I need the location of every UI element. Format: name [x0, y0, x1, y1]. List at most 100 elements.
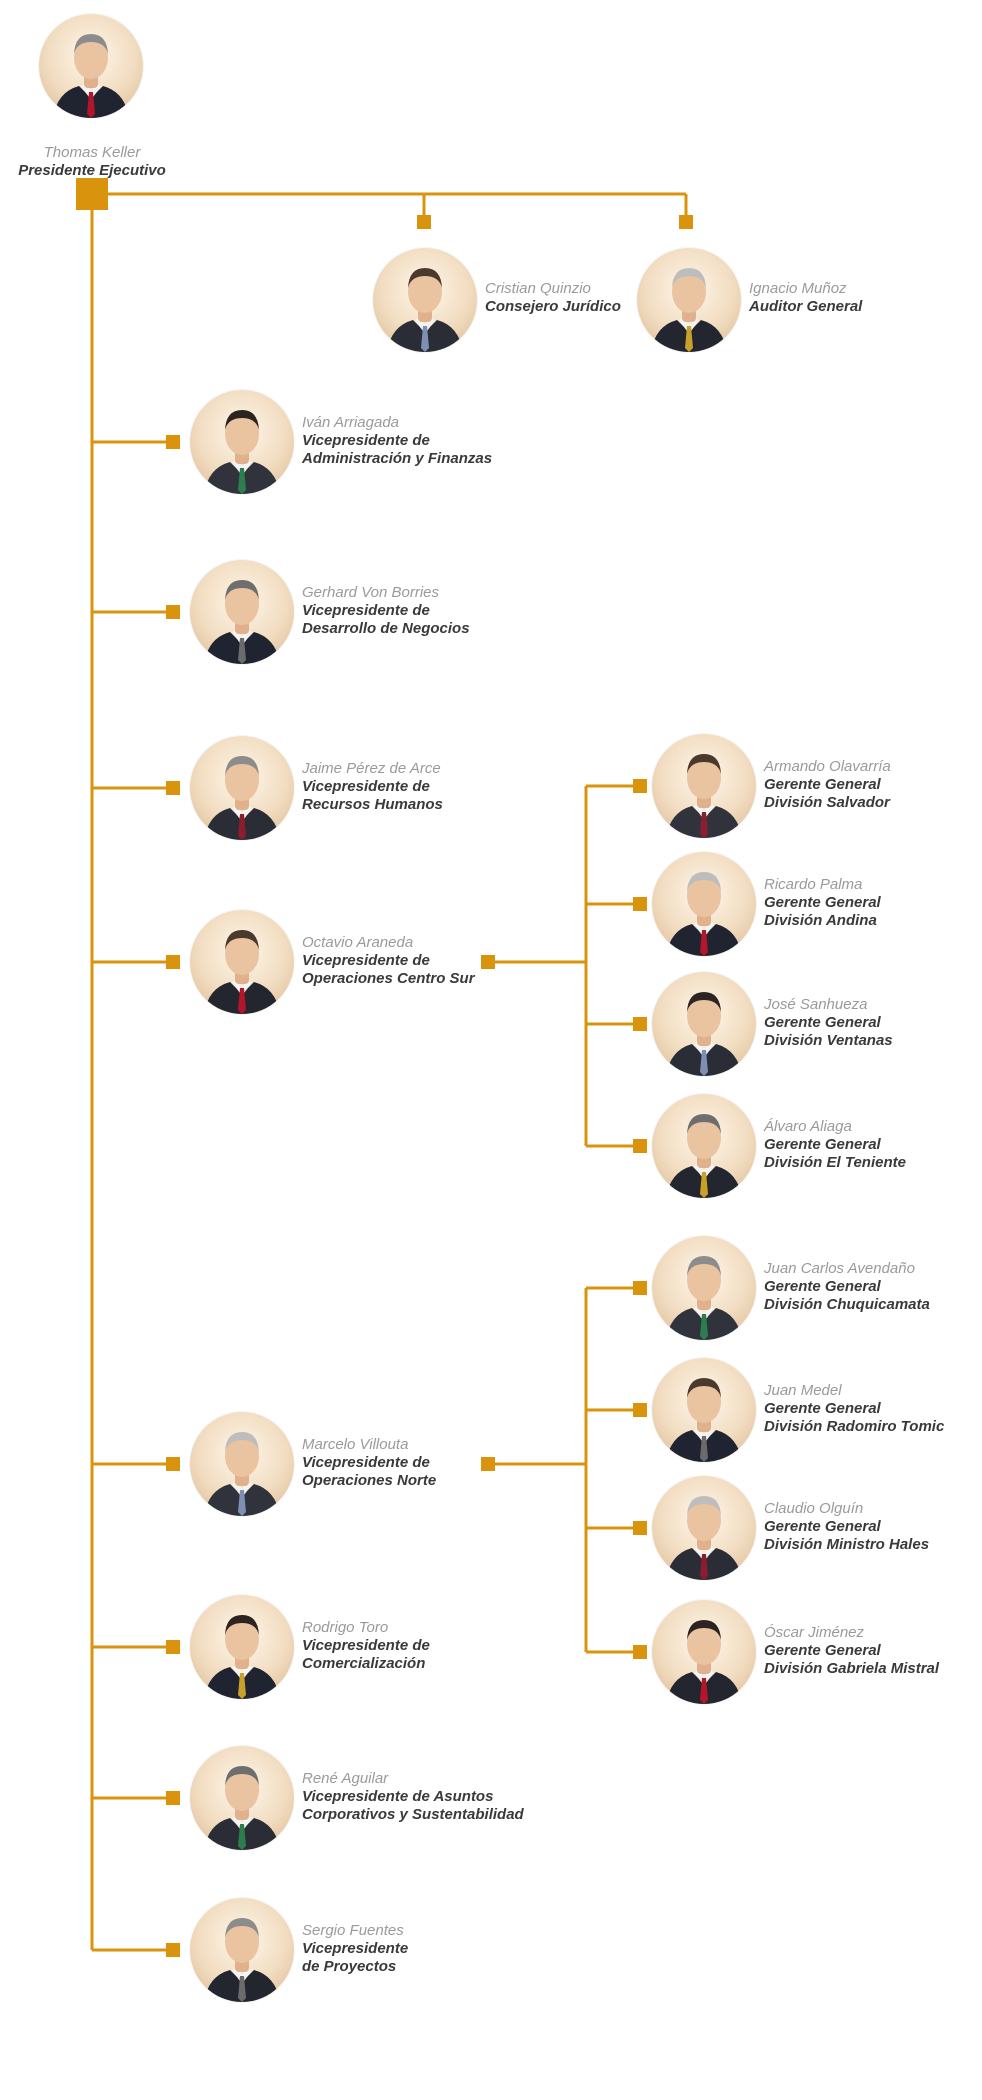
avatar	[190, 910, 294, 1014]
person-title: Vicepresidente deOperaciones Norte	[302, 1454, 436, 1490]
person-title-line: Gerente General	[764, 1400, 944, 1418]
person-name: Gerhard Von Borries	[302, 584, 470, 602]
portrait-icon	[190, 560, 294, 664]
person-title: Auditor General	[749, 298, 862, 316]
portrait-icon	[652, 1094, 756, 1198]
person-title-line: Corporativos y Sustentabilidad	[302, 1806, 524, 1824]
avatar	[652, 1236, 756, 1340]
person-title-line: Gerente General	[764, 1518, 929, 1536]
node-villouta-branch-square	[481, 1457, 495, 1471]
node-toro-square	[166, 1640, 180, 1654]
portrait-icon	[190, 736, 294, 840]
portrait-icon	[190, 390, 294, 494]
avatar	[39, 14, 143, 118]
person-label: Álvaro AliagaGerente GeneralDivisión El …	[764, 1118, 906, 1172]
portrait-icon	[637, 248, 741, 352]
person-label: Óscar JiménezGerente GeneralDivisión Gab…	[764, 1624, 939, 1678]
portrait-icon	[652, 1476, 756, 1580]
avatar	[190, 1595, 294, 1699]
person-title-line: División Radomiro Tomic	[764, 1418, 944, 1436]
portrait-icon	[39, 14, 143, 118]
node-borries-square	[166, 605, 180, 619]
person-title-line: Gerente General	[764, 894, 881, 912]
portrait-icon	[652, 1600, 756, 1704]
person-label: Rodrigo ToroVicepresidente deComercializ…	[302, 1619, 430, 1673]
person-title: Vicepresidente de AsuntosCorporativos y …	[302, 1788, 524, 1824]
person-title-line: Vicepresidente de	[302, 952, 475, 970]
avatar	[652, 1600, 756, 1704]
portrait-icon	[190, 1746, 294, 1850]
node-avendano-square	[633, 1281, 647, 1295]
node-sanhueza-square	[633, 1017, 647, 1031]
node-jimenez-square	[633, 1645, 647, 1659]
node-araneda-branch-square	[481, 955, 495, 969]
person-label: Cristian QuinzioConsejero Jurídico	[485, 280, 621, 316]
avatar	[190, 390, 294, 494]
person-title-line: División El Teniente	[764, 1154, 906, 1172]
person-label: Iván ArriagadaVicepresidente deAdministr…	[302, 414, 492, 468]
node-villouta-square	[166, 1457, 180, 1471]
person-name: René Aguilar	[302, 1770, 524, 1788]
person-title: Gerente GeneralDivisión Ventanas	[764, 1014, 893, 1050]
person-name: Juan Carlos Avendaño	[764, 1260, 930, 1278]
node-palma-square	[633, 897, 647, 911]
portrait-icon	[652, 1236, 756, 1340]
node-munoz-square	[679, 215, 693, 229]
node-olguin-square	[633, 1521, 647, 1535]
person-title-line: Vicepresidente de	[302, 778, 443, 796]
person-title-line: Consejero Jurídico	[485, 298, 621, 316]
portrait-icon	[652, 852, 756, 956]
portrait-icon	[652, 1358, 756, 1462]
node-aguilar-square	[166, 1791, 180, 1805]
person-name: Ricardo Palma	[764, 876, 881, 894]
person-label: Armando OlavarríaGerente GeneralDivisión…	[764, 758, 891, 812]
avatar	[652, 1358, 756, 1462]
node-olavarria-square	[633, 779, 647, 793]
person-title-line: Vicepresidente de	[302, 1637, 430, 1655]
avatar	[373, 248, 477, 352]
avatar	[652, 734, 756, 838]
person-name: Sergio Fuentes	[302, 1922, 408, 1940]
person-title-line: Auditor General	[749, 298, 862, 316]
person-label: Claudio OlguínGerente GeneralDivisión Mi…	[764, 1500, 929, 1554]
avatar	[190, 560, 294, 664]
avatar	[637, 248, 741, 352]
node-aliaga-square	[633, 1139, 647, 1153]
avatar	[190, 1898, 294, 2002]
avatar	[652, 972, 756, 1076]
avatar	[190, 1412, 294, 1516]
node-quinzio-square	[417, 215, 431, 229]
person-name: José Sanhueza	[764, 996, 893, 1014]
portrait-icon	[373, 248, 477, 352]
person-name: Juan Medel	[764, 1382, 944, 1400]
person-title-line: Vicepresidente	[302, 1940, 408, 1958]
person-name: Jaime Pérez de Arce	[302, 760, 443, 778]
person-name: Ignacio Muñoz	[749, 280, 862, 298]
person-title-line: División Salvador	[764, 794, 891, 812]
node-perez-square	[166, 781, 180, 795]
person-title-line: Gerente General	[764, 1136, 906, 1154]
person-title-line: Gerente General	[764, 1278, 930, 1296]
person-name: Marcelo Villouta	[302, 1436, 436, 1454]
node-araneda-square	[166, 955, 180, 969]
avatar	[190, 736, 294, 840]
avatar	[190, 1746, 294, 1850]
person-title-line: Gerente General	[764, 776, 891, 794]
avatar	[652, 852, 756, 956]
person-title-line: División Ventanas	[764, 1032, 893, 1050]
person-title-line: Gerente General	[764, 1642, 939, 1660]
